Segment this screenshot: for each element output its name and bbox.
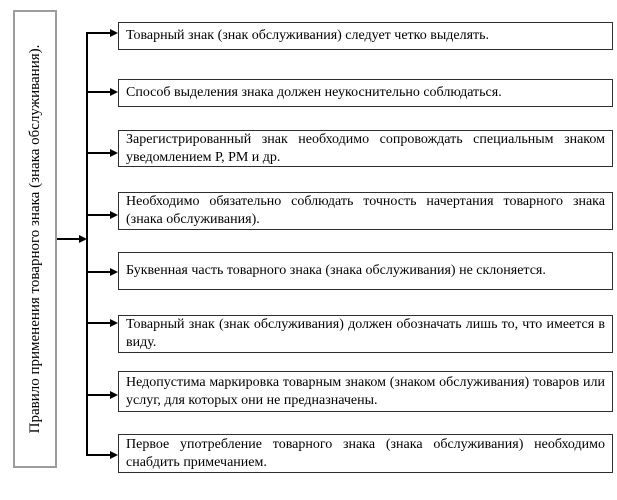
- arrow-shaft: [87, 91, 112, 93]
- rule-node-1: Товарный знак (знак обслуживания) следуе…: [118, 22, 613, 50]
- arrow-shaft: [57, 238, 81, 240]
- arrow-head-icon: [110, 211, 118, 219]
- arrow-shaft: [87, 32, 112, 34]
- rule-node-8: Первое употребление товарного знака (зна…: [118, 434, 613, 473]
- rule-node-3: Зарегистрированный знак необходимо сопро…: [118, 130, 613, 167]
- rule-node-label: Первое употребление товарного знака (зна…: [126, 436, 605, 470]
- arrow-head-icon: [110, 319, 118, 327]
- arrow-head-icon: [110, 149, 118, 157]
- rule-node-label: Зарегистрированный знак необходимо сопро…: [126, 131, 605, 165]
- rule-node-label: Буквенная часть товарного знака (знака о…: [126, 263, 546, 278]
- arrow-head-icon: [110, 88, 118, 96]
- rule-node-label: Товарный знак (знак обслуживания) должен…: [126, 317, 605, 350]
- arrow-head-icon: [79, 235, 87, 243]
- rule-node-4: Необходимо обязательно соблюдать точност…: [118, 192, 613, 230]
- connector-trunk-line: [86, 32, 88, 456]
- rule-node-label: Товарный знак (знак обслуживания) следуе…: [126, 28, 490, 43]
- arrow-head-icon: [110, 268, 118, 276]
- arrow-head-icon: [110, 391, 118, 399]
- root-node: Правило применения товарного знака (знак…: [13, 10, 57, 468]
- arrow-head-icon: [110, 29, 118, 37]
- arrow-shaft: [87, 454, 112, 456]
- arrow-shaft: [87, 322, 112, 324]
- arrow-head-icon: [110, 451, 118, 459]
- rule-node-2: Способ выделения знака должен неукосните…: [118, 79, 613, 107]
- arrow-shaft: [87, 394, 112, 396]
- rule-node-5: Буквенная часть товарного знака (знака о…: [118, 252, 613, 290]
- rule-node-7: Недопустима маркировка товарным знаком (…: [118, 371, 613, 412]
- rule-node-label: Необходимо обязательно соблюдать точност…: [126, 194, 605, 227]
- rule-node-6: Товарный знак (знак обслуживания) должен…: [118, 315, 613, 353]
- rule-node-label: Способ выделения знака должен неукосните…: [126, 85, 502, 100]
- arrow-shaft: [87, 214, 112, 216]
- arrow-shaft: [87, 152, 112, 154]
- arrow-shaft: [87, 271, 112, 273]
- rule-node-label: Недопустима маркировка товарным знаком (…: [126, 374, 605, 408]
- root-node-label: Правило применения товарного знака (знак…: [27, 44, 43, 434]
